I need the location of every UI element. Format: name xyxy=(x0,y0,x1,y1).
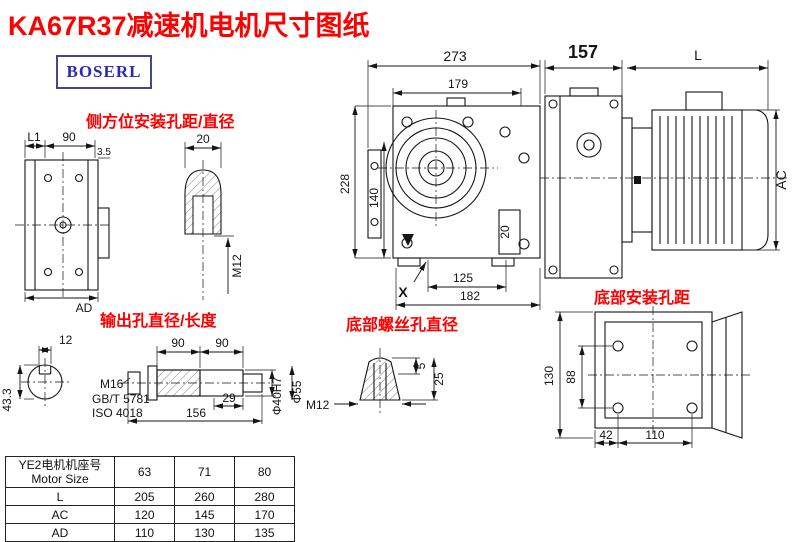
dim-5: 5 xyxy=(414,362,428,369)
output-shaft-detail: 90 90 M16 GB/T 5781 ISO 4018 29 156 Φ40H… xyxy=(92,336,304,424)
dim-25: 25 xyxy=(432,372,446,386)
dim-12: 12 xyxy=(59,333,73,347)
table-cell: 260 xyxy=(174,487,235,506)
bottom-mount-view: 底部安装孔距 130 88 42 110 xyxy=(542,288,750,448)
output-hole-view: 输出孔直径/长度 12 43.3 xyxy=(0,311,217,412)
side-view-drawing xyxy=(540,87,788,279)
thread-M12-side: M12 xyxy=(230,254,244,278)
motor-size-table: YE2电机机座号 Motor Size 63 71 80 L 205 260 2… xyxy=(5,456,295,542)
table-cell: 170 xyxy=(234,505,295,524)
dim-3-5: 3.5 xyxy=(97,147,111,158)
dim-88: 88 xyxy=(564,370,578,384)
x-marker: X xyxy=(398,284,408,300)
dim-140: 140 xyxy=(367,188,381,208)
side-mount-hole-detail: 侧方位安装孔距/直径 20 M12 xyxy=(86,112,244,300)
dim-130: 130 xyxy=(542,366,556,386)
dim-20-side: 20 xyxy=(196,132,210,146)
dim-keyway-20: 20 xyxy=(498,225,512,239)
dim-29: 29 xyxy=(222,391,236,405)
table-cell: 280 xyxy=(234,487,295,506)
table-cell: 145 xyxy=(174,505,235,524)
table-cell-size-80: 80 xyxy=(234,456,295,488)
dim-156: 156 xyxy=(186,406,206,420)
table-row: YE2电机机座号 Motor Size 63 71 80 xyxy=(5,456,295,488)
table-row-label-AC: AC xyxy=(5,505,115,524)
table-row: AD 110 130 135 xyxy=(5,523,295,542)
bottom-screw-detail: 底部螺丝孔直径 5 25 M12 xyxy=(306,315,458,414)
dim-AD: AD xyxy=(76,301,93,315)
dim-L: L xyxy=(694,47,702,63)
table-cell-size-63: 63 xyxy=(114,456,175,488)
standard-iso: ISO 4018 xyxy=(92,406,143,420)
dim-273: 273 xyxy=(443,48,467,64)
label-output: 输出孔直径/长度 xyxy=(100,311,217,330)
dim-42: 42 xyxy=(599,428,613,442)
dim-228: 228 xyxy=(338,174,352,194)
table-cell: 130 xyxy=(174,523,235,542)
dim-179: 179 xyxy=(448,77,468,91)
table-header-en: Motor Size xyxy=(31,472,89,486)
label-side-mount: 侧方位安装孔距/直径 xyxy=(86,112,234,131)
dim-182: 182 xyxy=(460,289,480,303)
table-cell: 110 xyxy=(114,523,175,542)
table-cell: 205 xyxy=(114,487,175,506)
dim-L1: L1 xyxy=(27,130,41,144)
dim-90-left: 90 xyxy=(62,130,76,144)
table-row: AC 120 145 170 xyxy=(5,505,295,524)
left-side-view-dimensions: L1 90 3.5 AD xyxy=(24,130,111,315)
thread-M16: M16 xyxy=(100,377,124,391)
standard-gb: GB/T 5781 xyxy=(92,392,150,406)
front-view-dimensions: 273 179 228 140 20 125 182 X xyxy=(338,48,541,310)
side-view-dimensions: 157 L AC xyxy=(544,42,789,251)
front-view-drawing xyxy=(367,97,541,283)
label-bottom-mount: 底部安装孔距 xyxy=(594,288,690,307)
boserl-logo: BOSERL xyxy=(56,55,152,89)
dim-90b: 90 xyxy=(215,336,229,350)
dim-110: 110 xyxy=(645,428,664,442)
dim-157: 157 xyxy=(568,42,598,62)
left-side-view-drawing xyxy=(15,152,112,298)
table-row-label-AD: AD xyxy=(5,523,115,542)
label-bottom-screw: 底部螺丝孔直径 xyxy=(346,315,458,334)
table-row: L 205 260 280 xyxy=(5,487,295,506)
dim-dia40: Φ40H7 xyxy=(270,377,284,416)
table-cell-size-71: 71 xyxy=(174,456,235,488)
table-header-motor-size: YE2电机机座号 Motor Size xyxy=(5,456,115,488)
dim-dia55: Φ55 xyxy=(290,380,304,403)
dim-90a: 90 xyxy=(171,336,185,350)
table-header-cn: YE2电机机座号 xyxy=(18,458,102,472)
page-title: KA67R37减速机电机尺寸图纸 xyxy=(8,11,370,41)
table-cell: 135 xyxy=(234,523,295,542)
thread-M12-bottom: M12 xyxy=(306,398,330,412)
dim-43-3: 43.3 xyxy=(0,388,14,412)
table-row-label-L: L xyxy=(5,487,115,506)
dim-125: 125 xyxy=(453,271,473,285)
dim-AC: AC xyxy=(773,170,789,189)
table-cell: 120 xyxy=(114,505,175,524)
